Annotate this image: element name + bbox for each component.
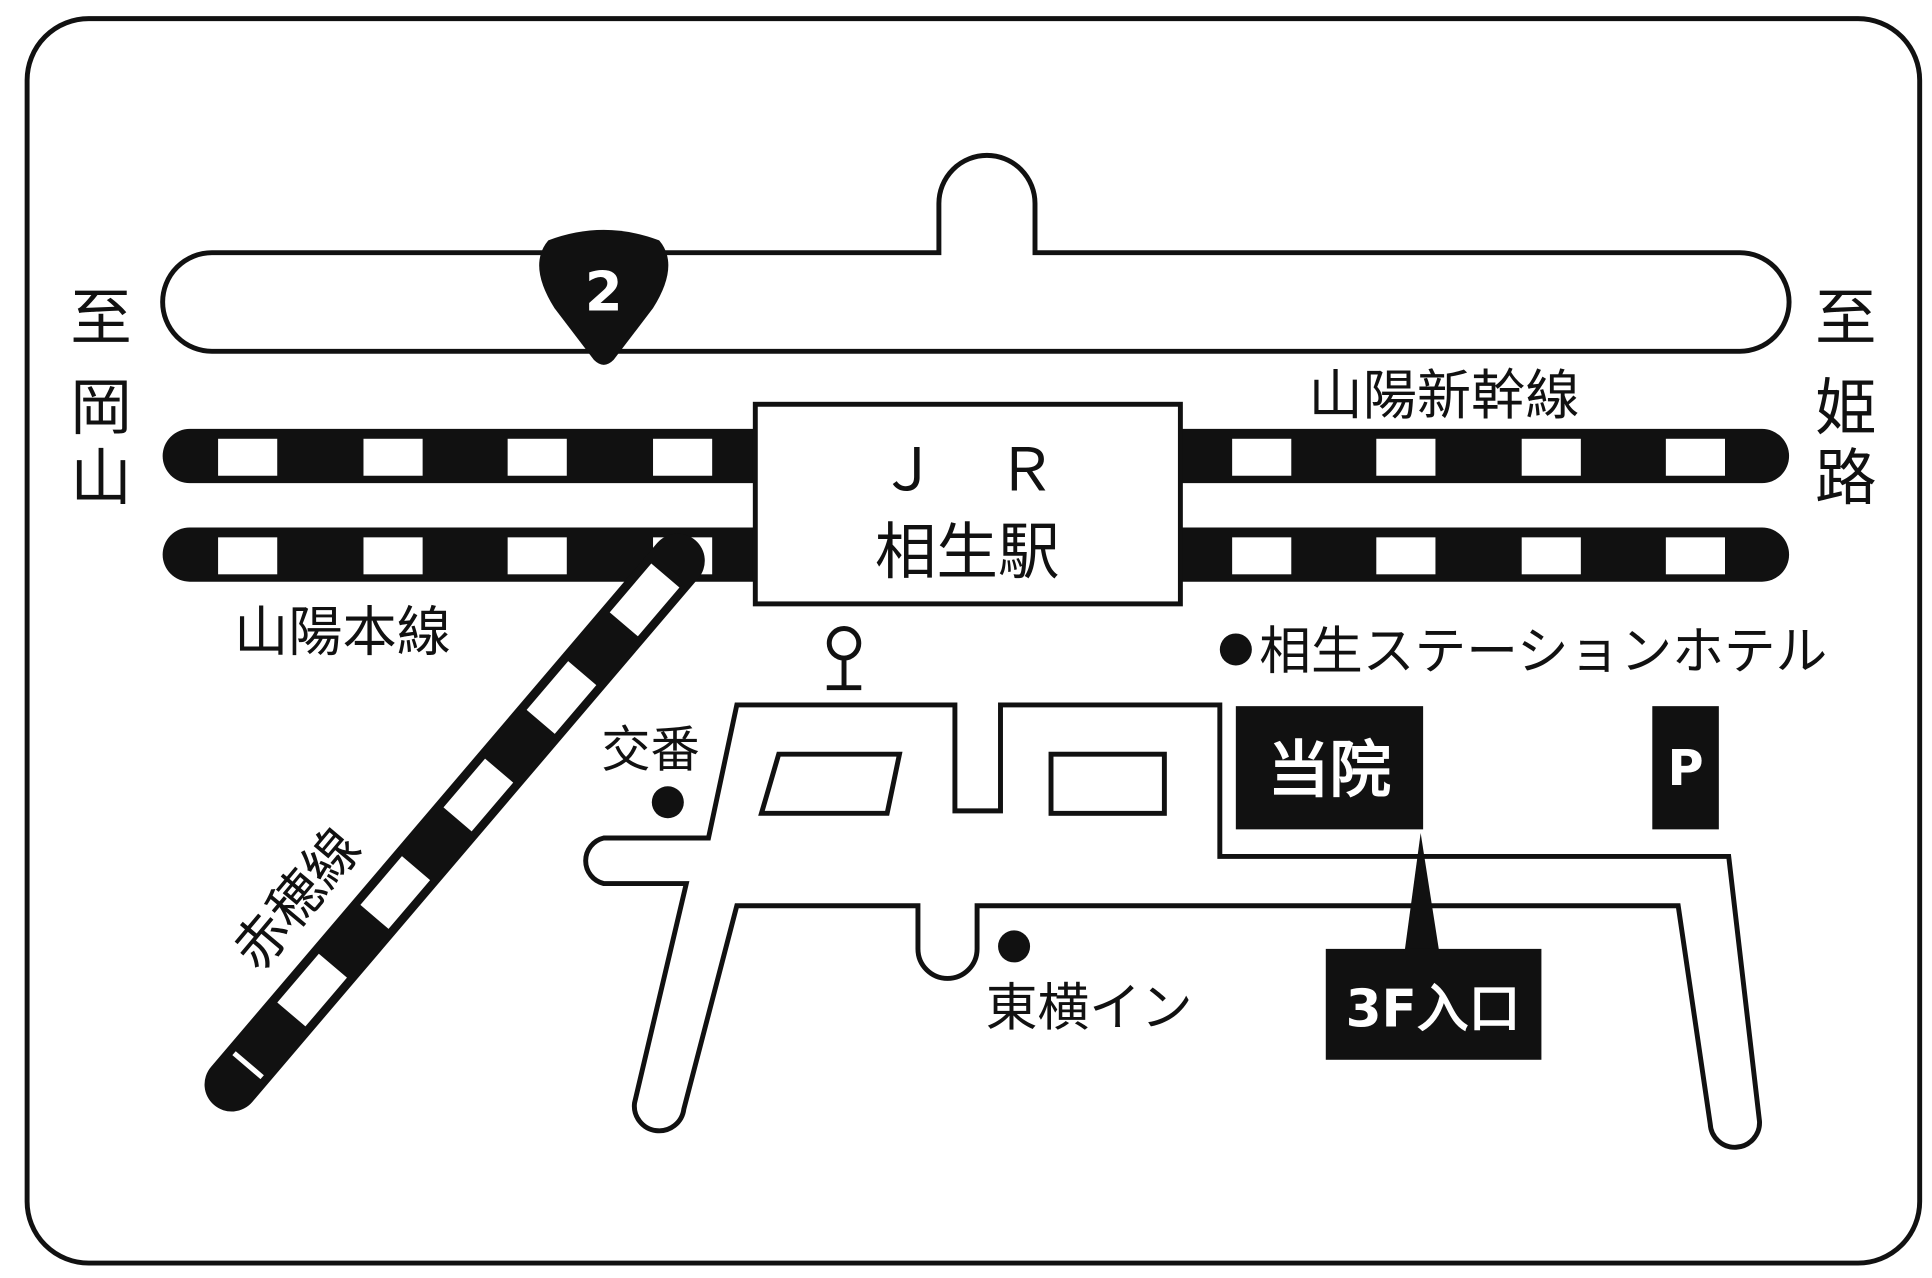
sanyo-main-line-label: 山陽本線 [234, 601, 451, 664]
direction-okayama: 至 岡 山 [70, 282, 132, 514]
station-hotel-marker [1219, 633, 1252, 666]
parking-marker [1652, 706, 1719, 830]
toyoko-inn-label: 東横イン [986, 978, 1193, 1038]
direction-himeji: 至 姫 路 [1815, 282, 1877, 514]
jr-aioi-station [752, 401, 1183, 607]
railway-tracks [162, 428, 1790, 1112]
police-box-marker [651, 786, 684, 819]
svg-text:山: 山 [70, 442, 132, 514]
toyoko-inn-marker [998, 930, 1031, 963]
clinic-label: 当院 [1268, 734, 1391, 806]
police-box-label: 交番 [601, 721, 700, 779]
entrance-label: 3F入口 [1346, 980, 1521, 1040]
post-office-icon [826, 626, 862, 691]
station-hotel-label: 相生ステーションホテル [1259, 622, 1827, 682]
svg-text:至: 至 [70, 282, 132, 354]
parking-label: P [1668, 739, 1704, 797]
entrance-marker [1325, 948, 1542, 1060]
station-name: 相生駅 [875, 516, 1060, 588]
clinic-marker [1235, 706, 1424, 830]
building [758, 751, 903, 816]
route-number: 2 [585, 261, 623, 324]
svg-text:姫: 姫 [1815, 372, 1877, 444]
shinkansen-label: 山陽新幹線 [1309, 364, 1580, 427]
station-line1: Ｊ Ｒ [879, 436, 1056, 505]
entrance-pointer [1404, 833, 1440, 952]
svg-text:至: 至 [1815, 282, 1877, 354]
route-2-shield-icon: 2 [539, 229, 669, 365]
building [1048, 751, 1167, 816]
svg-text:岡: 岡 [70, 372, 132, 444]
svg-text:路: 路 [1815, 442, 1877, 514]
